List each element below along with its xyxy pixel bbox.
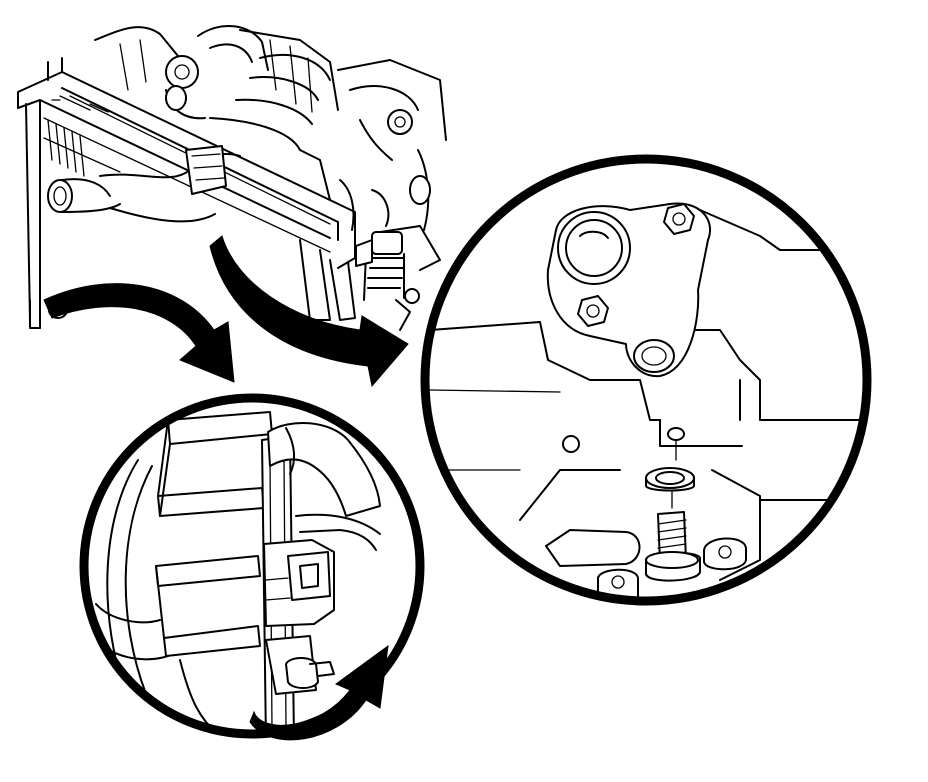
detail-view-outlet-bolt (420, 154, 872, 606)
arrow-turn-indicator (249, 644, 389, 741)
detail-view-radiator-clip (79, 393, 425, 741)
arrow-to-detail-right (209, 235, 409, 388)
engine-block (94, 24, 447, 271)
coolant-outlet-assembly (355, 231, 420, 331)
radiator-inlet (47, 178, 121, 213)
arrow-to-detail-left (43, 283, 235, 383)
engine-overview (17, 24, 447, 331)
upper-hose (99, 145, 241, 223)
radiator-frame (17, 57, 356, 329)
